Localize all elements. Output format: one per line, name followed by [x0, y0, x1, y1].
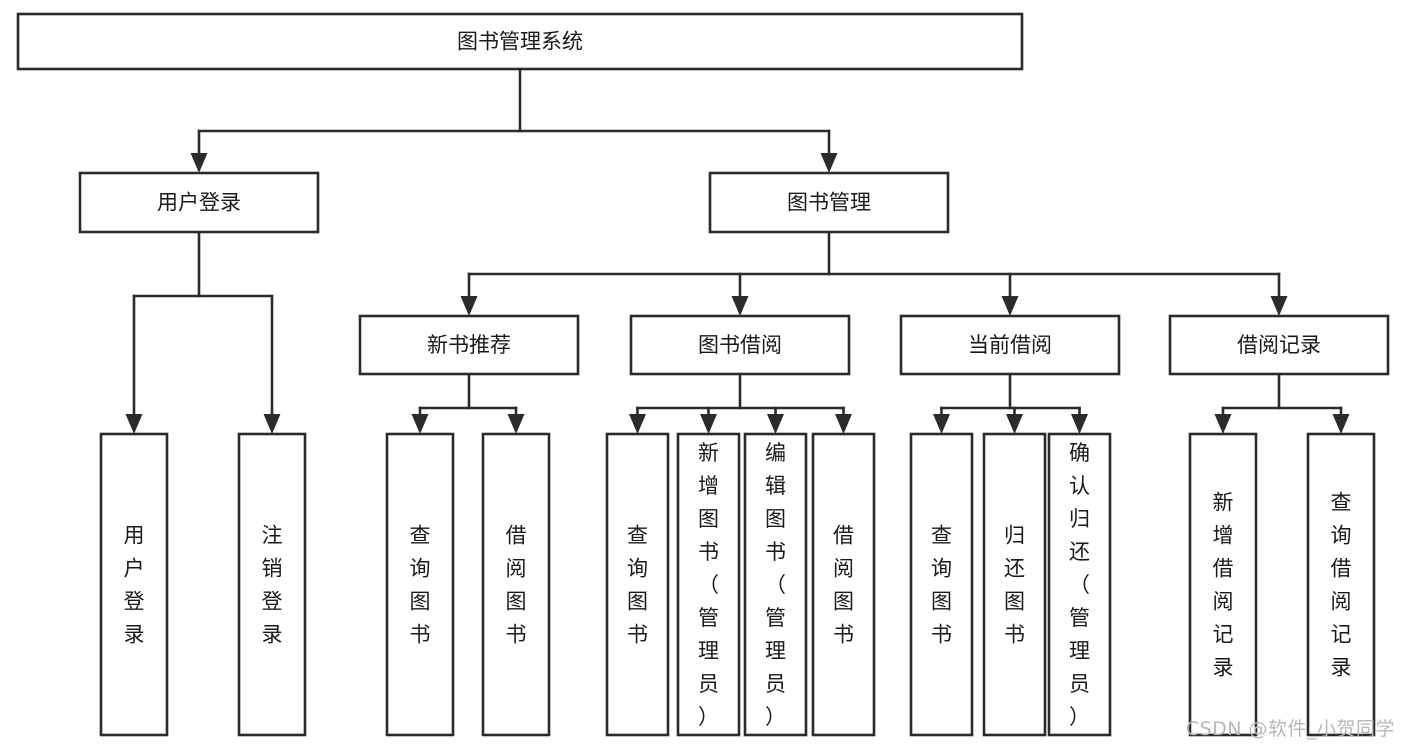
node-box	[16, 12, 1024, 71]
node-label: 新增图书（管理员）	[698, 441, 719, 729]
watermark-text: CSDN @软件_小贺同学	[1185, 718, 1395, 740]
node-label: 编辑图书（管理员）	[765, 441, 786, 729]
arrow-head	[1332, 414, 1350, 434]
node-leaf-user-login[interactable]: 用户登录	[99, 432, 169, 737]
node-leaf-return-book[interactable]: 归还图书	[982, 432, 1047, 737]
node-box	[1168, 314, 1390, 376]
node-box	[1047, 432, 1112, 737]
node-box	[1188, 432, 1258, 737]
arrow-head	[263, 414, 281, 434]
arrow-head	[1270, 296, 1288, 316]
node-leaf-user-logout[interactable]: 注销登录	[237, 432, 307, 737]
node-leaf-edit-book[interactable]: 编辑图书（管理员）	[743, 432, 808, 737]
node-box	[481, 432, 551, 737]
arrow-head	[820, 153, 838, 173]
node-leaf-add-record[interactable]: 新增借阅记录	[1188, 432, 1258, 737]
node-box	[78, 171, 320, 234]
arrow-head	[411, 414, 429, 434]
node-leaf-query-record[interactable]: 查询借阅记录	[1306, 432, 1376, 737]
node-leaf-confirm-ret[interactable]: 确认归还（管理员）	[1047, 432, 1112, 737]
node-box	[385, 432, 455, 737]
node-label: 注销登录	[262, 524, 283, 647]
node-label: 当前借阅	[968, 333, 1052, 357]
node-current[interactable]: 当前借阅	[899, 314, 1121, 376]
node-leaf-borrow-book-2[interactable]: 借阅图书	[811, 432, 876, 737]
node-label: 图书管理	[787, 191, 871, 215]
node-box	[743, 432, 808, 737]
arrow-head	[731, 296, 749, 316]
node-label: 借阅记录	[1237, 333, 1321, 357]
node-label: 图书借阅	[698, 333, 782, 357]
arrow-head	[1001, 296, 1019, 316]
node-leaf-query-book-3[interactable]: 查询图书	[909, 432, 974, 737]
node-label: 查询图书	[410, 524, 431, 647]
node-box	[676, 432, 741, 737]
node-label: 查询图书	[627, 524, 648, 647]
arrow-head	[1006, 414, 1023, 434]
node-box	[708, 171, 950, 234]
node-box	[99, 432, 169, 737]
node-label: 用户登录	[157, 191, 241, 215]
arrow-head	[629, 414, 646, 434]
node-leaf-add-book[interactable]: 新增图书（管理员）	[676, 432, 741, 737]
edge-layer	[125, 67, 1350, 434]
node-borrow[interactable]: 图书借阅	[629, 314, 851, 376]
node-label: 确认归还（管理员）	[1069, 441, 1090, 729]
node-label: 借阅图书	[506, 524, 527, 647]
arrow-head	[933, 414, 950, 434]
node-leaf-query-book-2[interactable]: 查询图书	[605, 432, 670, 737]
node-box	[899, 314, 1121, 376]
node-label: 查询图书	[931, 524, 952, 647]
node-layer: 图书管理系统用户登录图书管理新书推荐图书借阅当前借阅借阅记录用户登录注销登录查询…	[16, 12, 1390, 737]
node-login[interactable]: 用户登录	[78, 171, 320, 234]
node-leaf-borrow-book-1[interactable]: 借阅图书	[481, 432, 551, 737]
node-label: 归还图书	[1004, 524, 1025, 647]
node-label: 新增借阅记录	[1213, 491, 1234, 680]
arrow-head	[767, 414, 784, 434]
node-label: 查询借阅记录	[1331, 491, 1352, 680]
node-label: 用户登录	[124, 524, 145, 647]
node-box	[982, 432, 1047, 737]
node-leaf-query-book-1[interactable]: 查询图书	[385, 432, 455, 737]
arrow-head	[1071, 414, 1088, 434]
node-bookmgmt[interactable]: 图书管理	[708, 171, 950, 234]
node-record[interactable]: 借阅记录	[1168, 314, 1390, 376]
node-box	[629, 314, 851, 376]
node-label: 借阅图书	[833, 524, 854, 647]
node-box	[237, 432, 307, 737]
arrow-head	[835, 414, 852, 434]
arrow-head	[507, 414, 525, 434]
node-box	[358, 314, 580, 376]
node-box	[1306, 432, 1376, 737]
node-box	[605, 432, 670, 737]
arrow-head	[125, 414, 143, 434]
node-label: 新书推荐	[427, 333, 511, 357]
arrow-head	[1214, 414, 1232, 434]
node-box	[811, 432, 876, 737]
arrow-head	[460, 296, 478, 316]
node-root[interactable]: 图书管理系统	[16, 12, 1024, 71]
node-newbook[interactable]: 新书推荐	[358, 314, 580, 376]
node-label: 图书管理系统	[457, 30, 583, 54]
arrow-head	[190, 153, 208, 173]
arrow-head	[700, 414, 717, 434]
node-box	[909, 432, 974, 737]
